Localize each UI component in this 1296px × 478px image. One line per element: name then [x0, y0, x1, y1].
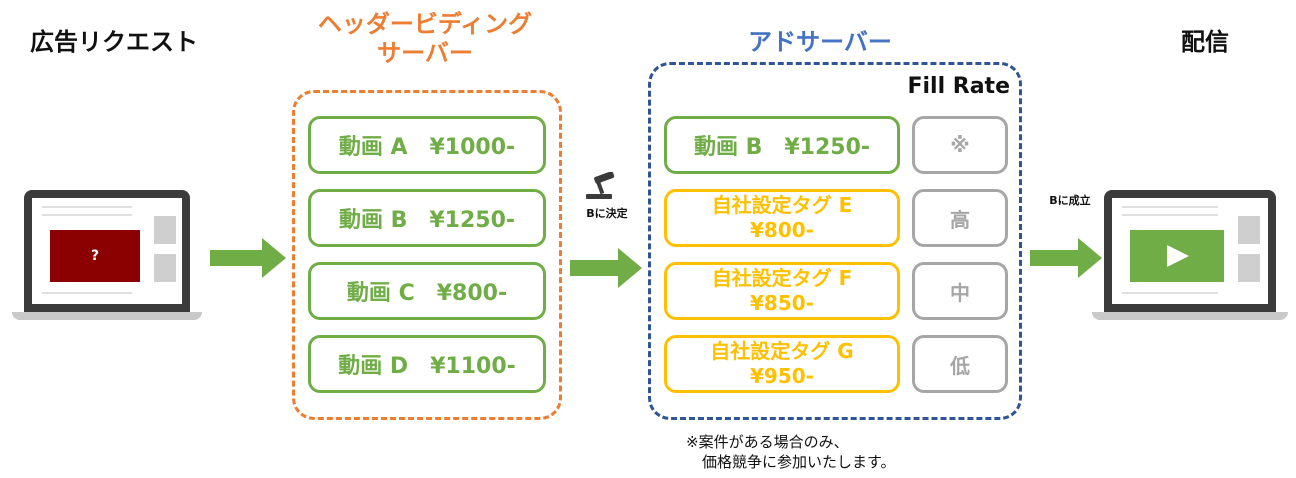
title-hb-line2: サーバー [377, 38, 473, 67]
header-bidding-server-box [292, 90, 562, 420]
established-label: Bに成立 [1049, 194, 1091, 207]
decided-label: Bに決定 [586, 207, 628, 220]
ad-item-tag-f: 自社設定タグ F ¥850- [664, 262, 900, 320]
play-icon [1167, 245, 1189, 267]
tag-g-name: 自社設定タグ G [710, 339, 854, 363]
tag-e-price: ¥800- [750, 218, 814, 242]
rate-badge-mid: 中 [912, 262, 1008, 320]
rate-badge-star: ※ [912, 116, 1008, 174]
laptop-delivery [1092, 190, 1288, 320]
title-ad-request: 広告リクエスト [30, 28, 198, 56]
tag-f-name: 自社設定タグ F [711, 266, 853, 290]
footnote-line1: ※案件がある場合のみ、 [686, 433, 849, 451]
ad-placeholder: ? [50, 230, 140, 282]
arrow-to-ad-server [570, 248, 642, 288]
footnote-line2: 価格競争に参加いたします。 [702, 453, 896, 472]
rate-badge-low: 低 [912, 335, 1008, 393]
question-mark-label: ? [90, 248, 100, 264]
ad-item-b: 動画 B ¥1250- [664, 116, 900, 174]
tag-g-price: ¥950- [750, 364, 814, 388]
title-header-bidding-server: ヘッダービディング サーバー [290, 10, 560, 68]
hb-item-d: 動画 D ¥1100- [308, 335, 546, 393]
laptop-request: ? [12, 190, 202, 320]
arrow-to-delivery [1030, 238, 1102, 278]
ad-item-tag-g: 自社設定タグ G ¥950- [664, 335, 900, 393]
tag-e-name: 自社設定タグ E [711, 193, 853, 217]
rate-badge-high: 高 [912, 189, 1008, 247]
hb-item-b: 動画 B ¥1250- [308, 189, 546, 247]
tag-f-price: ¥850- [750, 291, 814, 315]
video-ad [1130, 230, 1224, 282]
gavel-icon [586, 172, 615, 199]
hb-item-a: 動画 A ¥1000- [308, 116, 546, 174]
title-delivery: 配信 [1181, 28, 1229, 56]
hb-item-c: 動画 C ¥800- [308, 262, 546, 320]
arrow-to-header-bidding [210, 238, 286, 278]
title-ad-server: アドサーバー [748, 28, 892, 56]
ad-server-box [648, 62, 1022, 420]
title-hb-line1: ヘッダービディング [317, 10, 533, 38]
fill-rate-label: Fill Rate [907, 74, 1010, 99]
footnote: ※案件がある場合のみ、 価格競争に参加いたします。 [686, 432, 1006, 473]
ad-item-tag-e: 自社設定タグ E ¥800- [664, 189, 900, 247]
